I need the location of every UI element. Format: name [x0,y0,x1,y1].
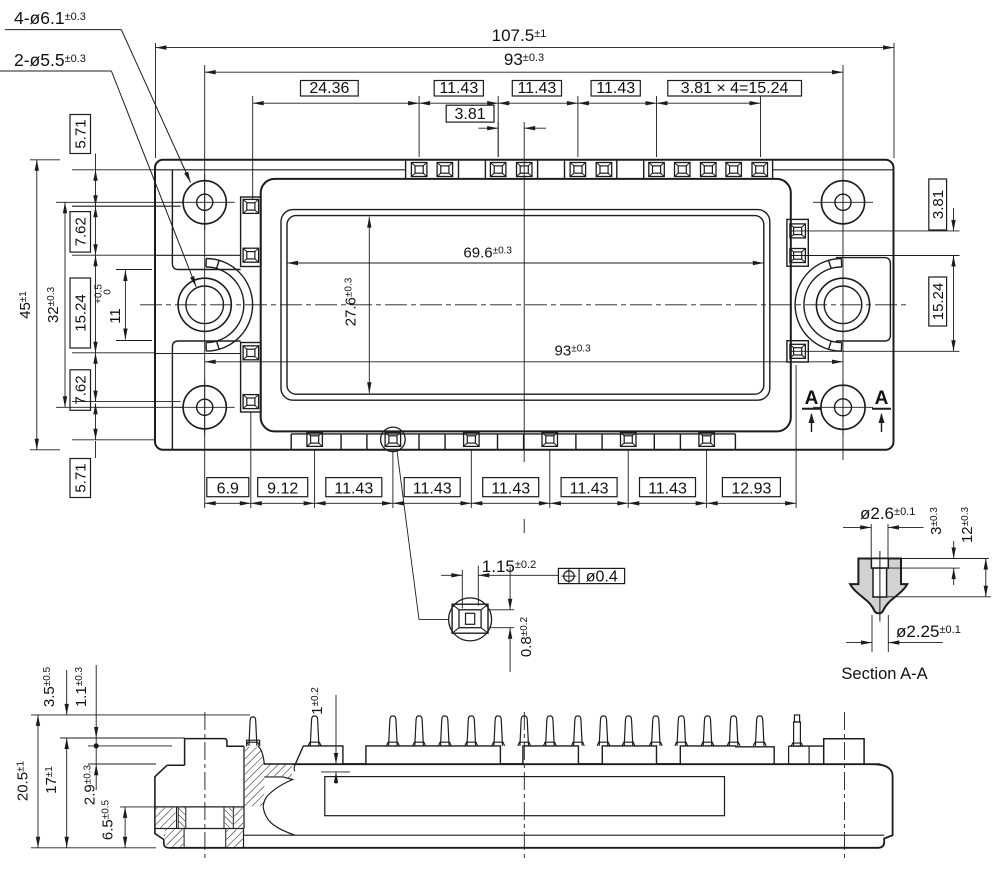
svg-text:11.43: 11.43 [596,80,635,97]
svg-text:3.81: 3.81 [455,106,486,123]
svg-text:3.81 × 4=15.24: 3.81 × 4=15.24 [681,80,789,97]
svg-text:11.43: 11.43 [413,481,452,498]
svg-text:15.24: 15.24 [930,283,947,321]
svg-text:107.5±1: 107.5±1 [492,26,547,45]
svg-text:3.81: 3.81 [930,190,947,219]
svg-text:0: 0 [103,289,114,295]
svg-text:15.24: 15.24 [72,294,89,332]
svg-text:5.71: 5.71 [72,119,89,148]
svg-text:9.12: 9.12 [267,481,298,498]
svg-text:24.36: 24.36 [309,80,349,97]
svg-text:+0.5: +0.5 [94,284,105,304]
svg-text:A: A [805,388,819,409]
svg-text:5.71: 5.71 [72,463,89,492]
svg-text:11: 11 [107,308,124,324]
svg-text:7.62: 7.62 [72,217,89,246]
svg-text:11.43: 11.43 [648,481,687,498]
svg-text:11.43: 11.43 [570,481,609,498]
svg-text:11.43: 11.43 [439,80,478,97]
svg-text:ø0.4: ø0.4 [586,569,618,586]
svg-text:6.9: 6.9 [217,481,239,498]
svg-text:Section A-A: Section A-A [841,665,927,683]
svg-text:7.62: 7.62 [72,375,89,404]
svg-text:A: A [875,388,889,409]
svg-text:11.43: 11.43 [517,80,556,97]
svg-text:12.93: 12.93 [731,481,771,498]
svg-text:11.43: 11.43 [334,481,373,498]
svg-text:11.43: 11.43 [491,481,530,498]
